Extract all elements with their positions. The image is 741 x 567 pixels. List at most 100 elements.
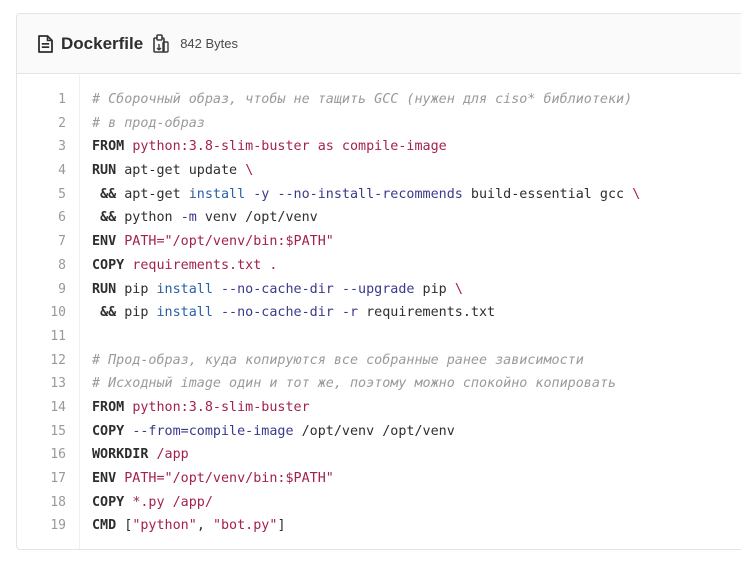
line-number[interactable]: 6 [58, 210, 66, 226]
code-token: python:3.8-slim-buster as compile-image [132, 139, 447, 155]
line-number[interactable]: 2 [58, 115, 66, 131]
file-text-icon [38, 34, 53, 53]
line-number[interactable]: 4 [58, 163, 66, 179]
code-token: # Прод-образ, куда копируются все собран… [92, 352, 584, 368]
code-line: FROM python:3.8-slim-buster [92, 396, 640, 420]
file-header: Dockerfile 842 Bytes [17, 14, 741, 74]
code-token: requirements.txt [358, 305, 496, 321]
line-number[interactable]: 10 [50, 305, 66, 321]
code-token: requirements.txt . [132, 257, 278, 273]
code-token: ENV [92, 234, 117, 250]
code-line: # Прод-образ, куда копируются все собран… [92, 349, 640, 373]
code-token [92, 305, 100, 320]
code-token: "python" [132, 518, 197, 534]
code-token: apt-get [116, 186, 189, 202]
code-line: COPY *.py /app/ [92, 491, 640, 515]
code-token: FROM [92, 399, 125, 415]
code-line: CMD ["python", "bot.py"] [92, 514, 640, 538]
code-token: install [188, 186, 246, 202]
clipboard-copy-icon[interactable] [153, 33, 169, 54]
code-token [148, 447, 156, 462]
code-token [334, 282, 342, 297]
code-token: PATH="/opt/venv/bin:$PATH" [124, 234, 334, 250]
code-token: install [156, 281, 213, 297]
line-number[interactable]: 13 [50, 376, 66, 392]
code-token: FROM [92, 139, 125, 155]
code-line: && apt-get install -y --no-install-recom… [92, 183, 640, 207]
code-line: ENV PATH="/opt/venv/bin:$PATH" [92, 467, 640, 491]
code-token: pip [414, 281, 455, 297]
line-number[interactable]: 17 [50, 471, 66, 486]
code-line: RUN apt-get update \ [92, 159, 640, 183]
code-line: FROM python:3.8-slim-buster as compile-i… [92, 135, 640, 159]
code-line: COPY requirements.txt . [92, 254, 640, 278]
code-token: install [156, 305, 213, 321]
code-token: , [196, 518, 213, 534]
code-token: [ [116, 518, 133, 534]
code-token: WORKDIR [92, 447, 149, 463]
code-token: && [100, 186, 117, 202]
file-size: 842 Bytes [180, 36, 239, 51]
code-token: apt-get update [116, 163, 246, 179]
code-token: -y [253, 186, 270, 202]
code-token: /app [156, 447, 189, 463]
code-token: && [100, 305, 117, 321]
code-line: COPY --from=compile-image /opt/venv /opt… [92, 420, 640, 444]
code-line: # Сборочный образ, чтобы не тащить GCC (… [92, 88, 640, 112]
code-line [92, 325, 640, 349]
line-number[interactable]: 19 [50, 518, 66, 534]
code-token: COPY [92, 257, 125, 273]
code-line: WORKDIR /app [92, 443, 640, 467]
code-token: \ [632, 186, 641, 202]
line-number[interactable]: 14 [50, 399, 66, 415]
code-token: CMD [92, 518, 117, 534]
code-token: RUN [92, 281, 117, 297]
code-token: -m [180, 210, 197, 226]
code-token: --no-cache-dir [221, 281, 334, 297]
code-token: # Исходный image один и тот же, поэтому … [92, 376, 617, 392]
line-number[interactable]: 1 [58, 92, 66, 107]
line-number[interactable]: 15 [50, 423, 66, 439]
line-number[interactable]: 3 [58, 139, 66, 155]
code-token: pip [116, 305, 157, 321]
line-number[interactable]: 9 [58, 281, 66, 297]
line-number[interactable]: 18 [50, 494, 66, 510]
code-token: python:3.8-slim-buster [132, 399, 310, 415]
code-token: --no-install-recommends [277, 186, 463, 202]
code-token: build-essential gcc [462, 186, 633, 202]
code-line: && pip install --no-cache-dir -r require… [92, 301, 640, 325]
line-number[interactable]: 16 [50, 447, 66, 463]
code-token: COPY [92, 494, 125, 510]
code-token: COPY [92, 423, 125, 439]
code-content[interactable]: # Сборочный образ, чтобы не тащить GCC (… [80, 75, 640, 549]
code-token: && [100, 210, 117, 226]
code-token: "bot.py" [212, 518, 278, 534]
code-token: --from=compile-image [132, 423, 294, 439]
code-token [92, 187, 100, 202]
code-token: -r [341, 305, 359, 321]
code-token: \ [454, 281, 463, 297]
code-line: # в прод-образ [92, 112, 640, 136]
code-token: --upgrade [341, 281, 415, 297]
line-number[interactable]: 11 [50, 328, 66, 344]
code-token: pip [116, 281, 157, 297]
code-token: venv /opt/venv [196, 210, 318, 226]
code-token: --no-cache-dir [221, 305, 334, 321]
code-token: /opt/venv /opt/venv [293, 423, 455, 439]
line-number[interactable]: 8 [58, 257, 66, 273]
code-token: PATH="/opt/venv/bin:$PATH" [124, 471, 334, 486]
code-token: python [116, 210, 181, 226]
code-token: # Сборочный образ, чтобы не тащить GCC (… [92, 92, 633, 107]
line-number[interactable]: 12 [50, 352, 66, 368]
line-number[interactable]: 5 [58, 186, 66, 202]
code-token: # в прод-образ [92, 115, 205, 131]
code-token: *.py /app/ [132, 494, 213, 510]
code-token [334, 305, 342, 320]
line-number[interactable]: 7 [58, 234, 66, 250]
code-token: ENV [92, 471, 117, 486]
code-token [213, 282, 221, 297]
code-token [92, 210, 100, 225]
